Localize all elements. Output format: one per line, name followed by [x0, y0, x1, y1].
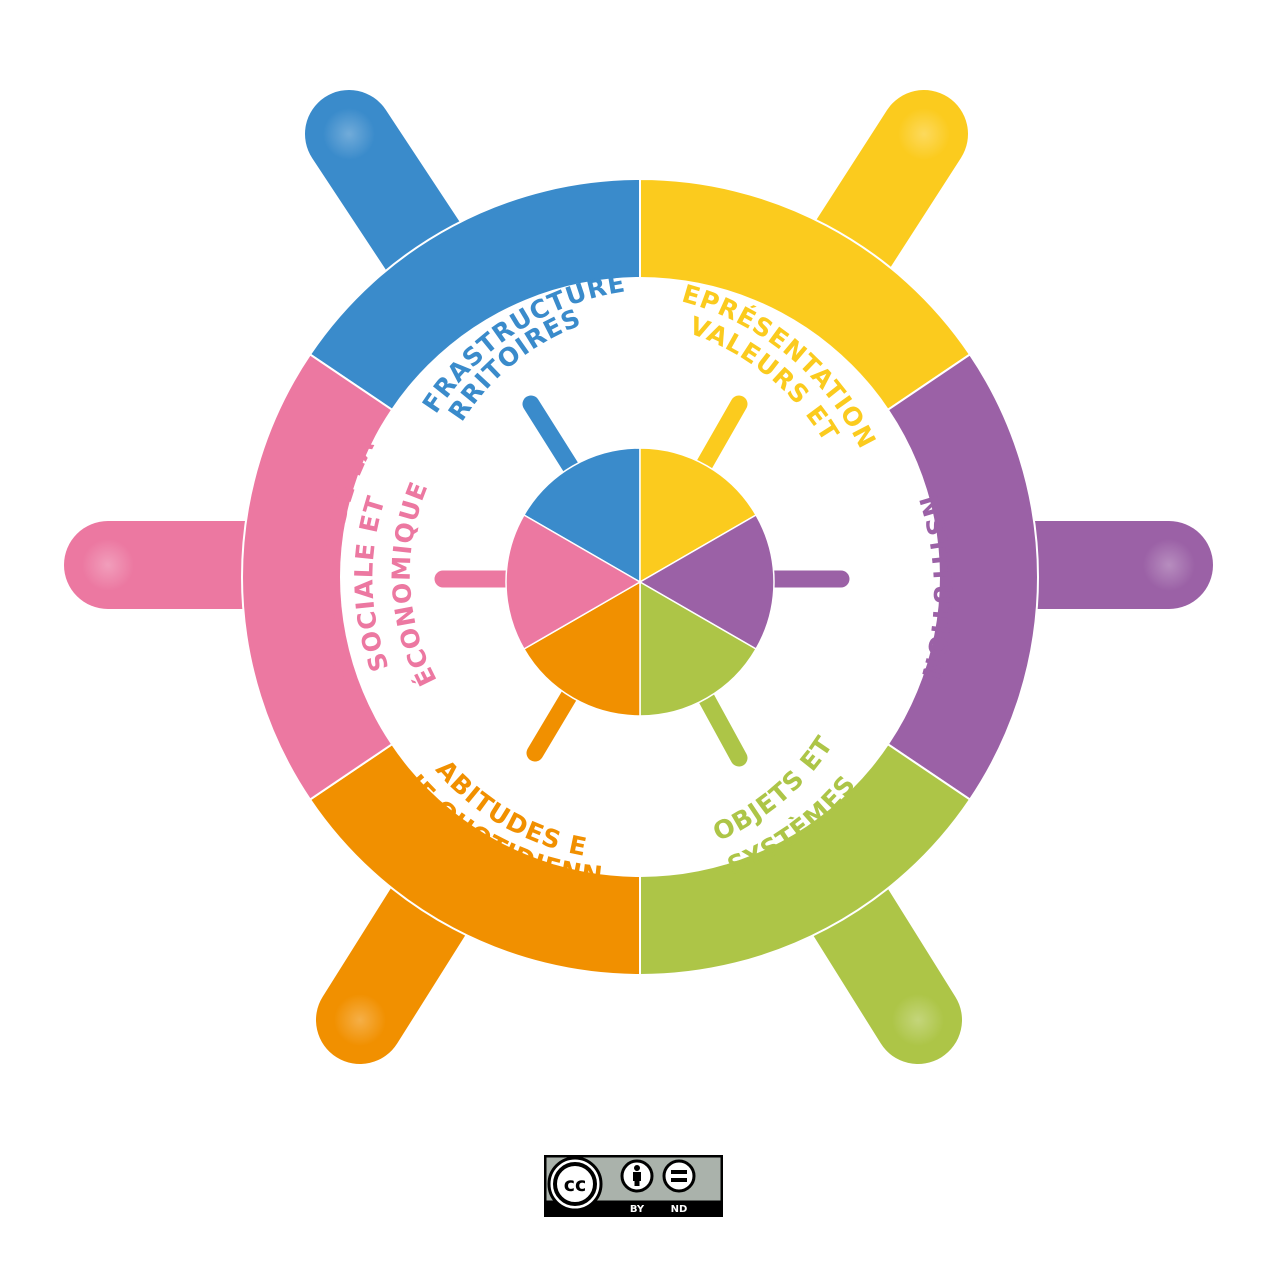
no-derivatives-icon — [662, 1159, 696, 1193]
hub-sector-blue — [522, 447, 641, 584]
hub-sector-purple — [638, 513, 775, 651]
hub-sector-green — [639, 580, 758, 717]
hub-sector-pink — [505, 513, 642, 651]
hub-sector-orange — [522, 580, 641, 717]
hub-sector-yellow — [639, 447, 758, 584]
cc-license-badge: cc BY ND — [544, 1155, 723, 1217]
attribution-icon — [620, 1159, 654, 1193]
svg-text:cc: cc — [564, 1174, 587, 1196]
inner-hub — [505, 447, 775, 717]
license-by-label: BY — [630, 1204, 645, 1215]
license-nd-label: ND — [671, 1204, 688, 1215]
cc-icon: cc — [547, 1156, 603, 1212]
